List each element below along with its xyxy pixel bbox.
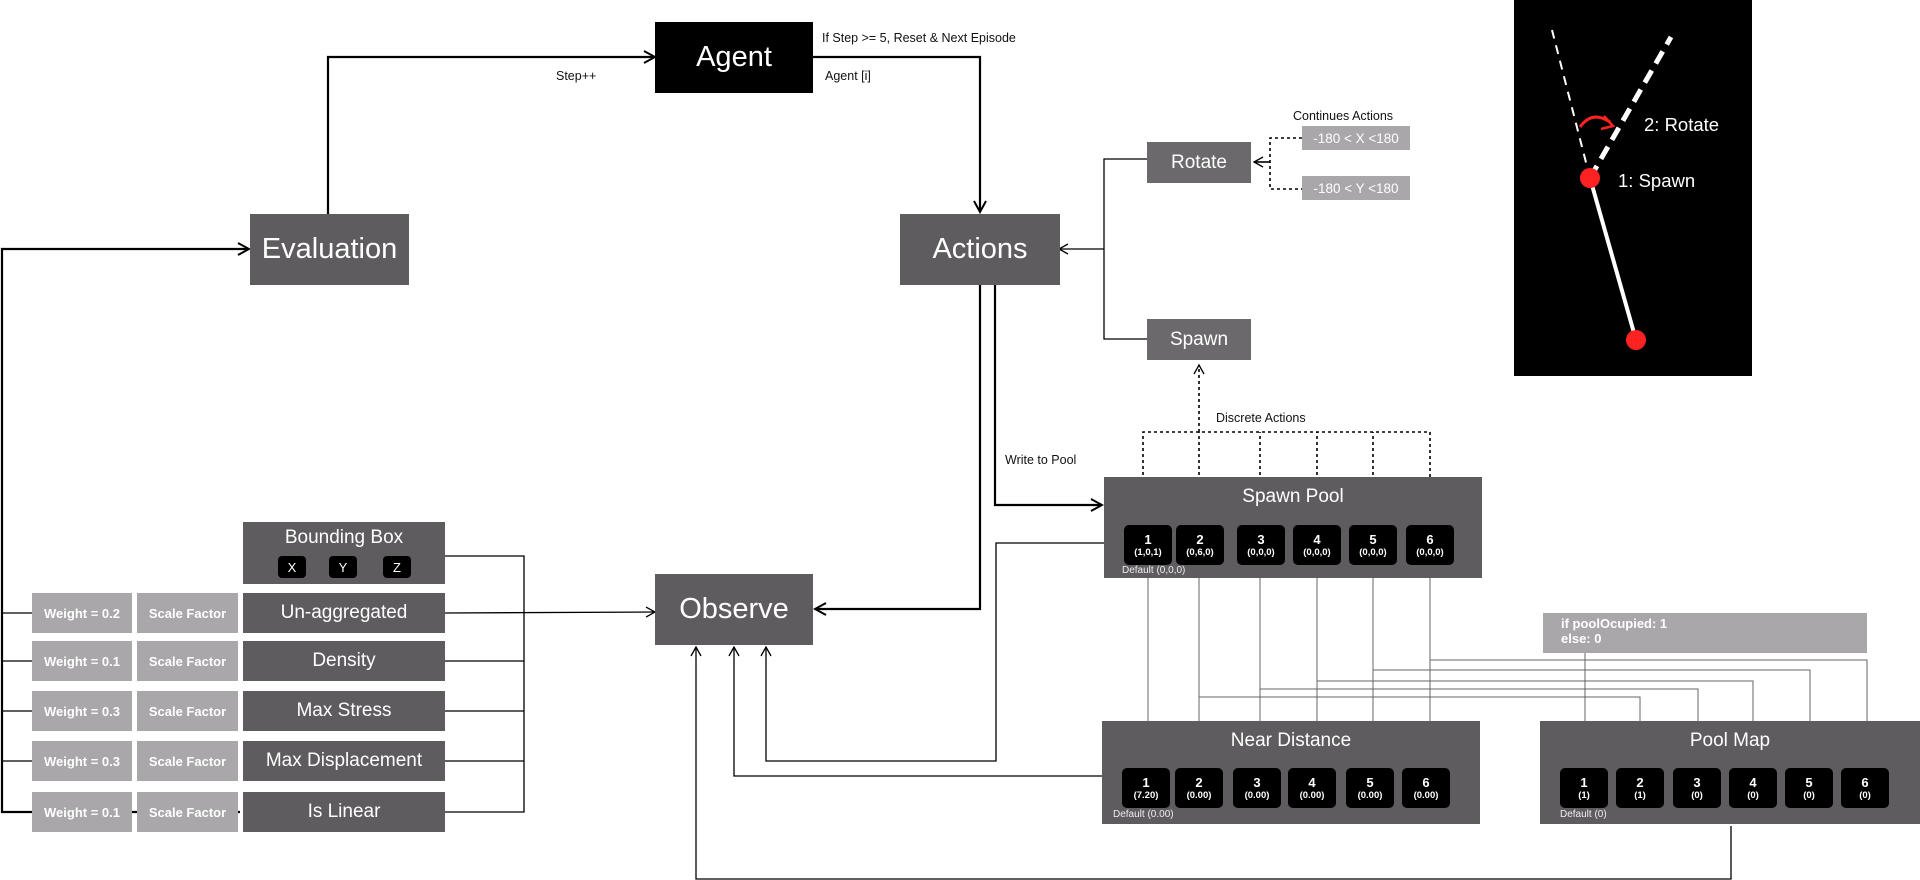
spawn-point <box>1580 168 1600 188</box>
spawn-pool-title: Spawn Pool <box>1242 486 1344 507</box>
distance-slot: 4(0.00) <box>1288 768 1336 808</box>
evaluation-node[interactable]: Evaluation <box>250 214 409 285</box>
agent-node[interactable]: Agent <box>655 22 813 93</box>
weight-box: Weight = 0.1 <box>32 641 132 681</box>
pool-map-slot: 3(0) <box>1673 768 1721 808</box>
write-to-pool-label: Write to Pool <box>1005 453 1077 467</box>
distance-slot: 5(0.00) <box>1346 768 1394 808</box>
near-distance-title: Near Distance <box>1230 730 1352 751</box>
near-distance-default: Default (0.00) <box>1113 809 1174 820</box>
bounding-box-panel: Bounding Box X Y Z <box>243 522 445 584</box>
near-distance-panel: Near Distance 1(7.20) 2(0.00) 3(0.00) 4(… <box>1102 721 1480 824</box>
axis-z-chip: Z <box>383 556 411 578</box>
step-label: Step++ <box>556 69 597 83</box>
distance-slot: 1(7.20) <box>1122 768 1170 808</box>
discrete-actions-label: Discrete Actions <box>1216 411 1306 425</box>
weight-box: Weight = 0.3 <box>32 741 132 781</box>
y-range-box: -180 < Y <180 <box>1302 176 1410 200</box>
scale-factor-box: Scale Factor <box>137 741 238 781</box>
observe-node[interactable]: Observe <box>655 574 813 645</box>
spawn-slot[interactable]: 1(1,0,1) <box>1124 525 1172 565</box>
spawn-slot[interactable]: 3(0,0,0) <box>1237 525 1285 565</box>
pool-note-line: else: 0 <box>1561 631 1602 646</box>
metric-density: Density <box>243 641 445 681</box>
spawn-step-label: 1: Spawn <box>1618 170 1696 191</box>
spawn-node[interactable]: Spawn <box>1147 319 1251 360</box>
distance-slot: 2(0.00) <box>1175 768 1223 808</box>
continues-actions-label: Continues Actions <box>1293 109 1394 123</box>
end-point <box>1626 330 1646 350</box>
pool-map-slot: 2(1) <box>1616 768 1664 808</box>
pool-map-slot: 1(1) <box>1560 768 1608 808</box>
axis-y-chip: Y <box>329 556 357 578</box>
spawn-slot[interactable]: 5(0,0,0) <box>1349 525 1397 565</box>
pool-occupied-note: if poolOcupied: 1 else: 0 <box>1543 613 1867 653</box>
rotate-step-label: 2: Rotate <box>1644 114 1720 135</box>
pool-map-slot: 4(0) <box>1729 768 1777 808</box>
metric-max-displacement: Max Displacement <box>243 741 445 781</box>
spawn-slot[interactable]: 6(0,0,0) <box>1406 525 1454 565</box>
pool-map-title: Pool Map <box>1689 730 1771 751</box>
metric-max-stress: Max Stress <box>243 691 445 731</box>
visualization-graphic <box>1551 29 1674 350</box>
bounding-box-title: Bounding Box <box>284 527 404 548</box>
reset-label: If Step >= 5, Reset & Next Episode <box>822 31 1016 45</box>
actions-node[interactable]: Actions <box>900 214 1060 285</box>
spawn-pool-default: Default (0,0,0) <box>1122 565 1186 576</box>
pool-map-slot: 5(0) <box>1785 768 1833 808</box>
pool-note-line: if poolOcupied: 1 <box>1561 616 1668 631</box>
axis-x-chip: X <box>278 556 306 578</box>
metric-un-aggregated: Un-aggregated <box>243 593 445 633</box>
spawn-slot[interactable]: 2(0,6,0) <box>1176 525 1224 565</box>
distance-slot: 6(0.00) <box>1402 768 1450 808</box>
scale-factor-box: Scale Factor <box>137 641 238 681</box>
spawn-slot[interactable]: 4(0,0,0) <box>1293 525 1341 565</box>
pool-map-panel: Pool Map 1(1) 2(1) 3(0) 4(0) 5(0) 6(0) D… <box>1540 721 1920 824</box>
weight-box: Weight = 0.3 <box>32 691 132 731</box>
x-range-box: -180 < X <180 <box>1302 126 1410 150</box>
distance-slot: 3(0.00) <box>1233 768 1281 808</box>
pool-map-slot: 6(0) <box>1841 768 1889 808</box>
rotate-node[interactable]: Rotate <box>1147 142 1251 183</box>
pool-map-default: Default (0) <box>1560 809 1607 820</box>
scale-factor-box: Scale Factor <box>137 593 238 633</box>
scale-factor-box: Scale Factor <box>137 691 238 731</box>
spawn-rotate-visualization: 2: Rotate 1: Spawn <box>1514 0 1752 376</box>
weight-box: Weight = 0.1 <box>32 792 132 832</box>
spawn-pool-panel: Spawn Pool 1(1,0,1) 2(0,6,0) 3(0,0,0) 4(… <box>1104 477 1482 578</box>
metric-is-linear: Is Linear <box>243 792 445 832</box>
weight-box: Weight = 0.2 <box>32 593 132 633</box>
scale-factor-box: Scale Factor <box>137 792 238 832</box>
agent-index-label: Agent [i] <box>825 69 871 83</box>
